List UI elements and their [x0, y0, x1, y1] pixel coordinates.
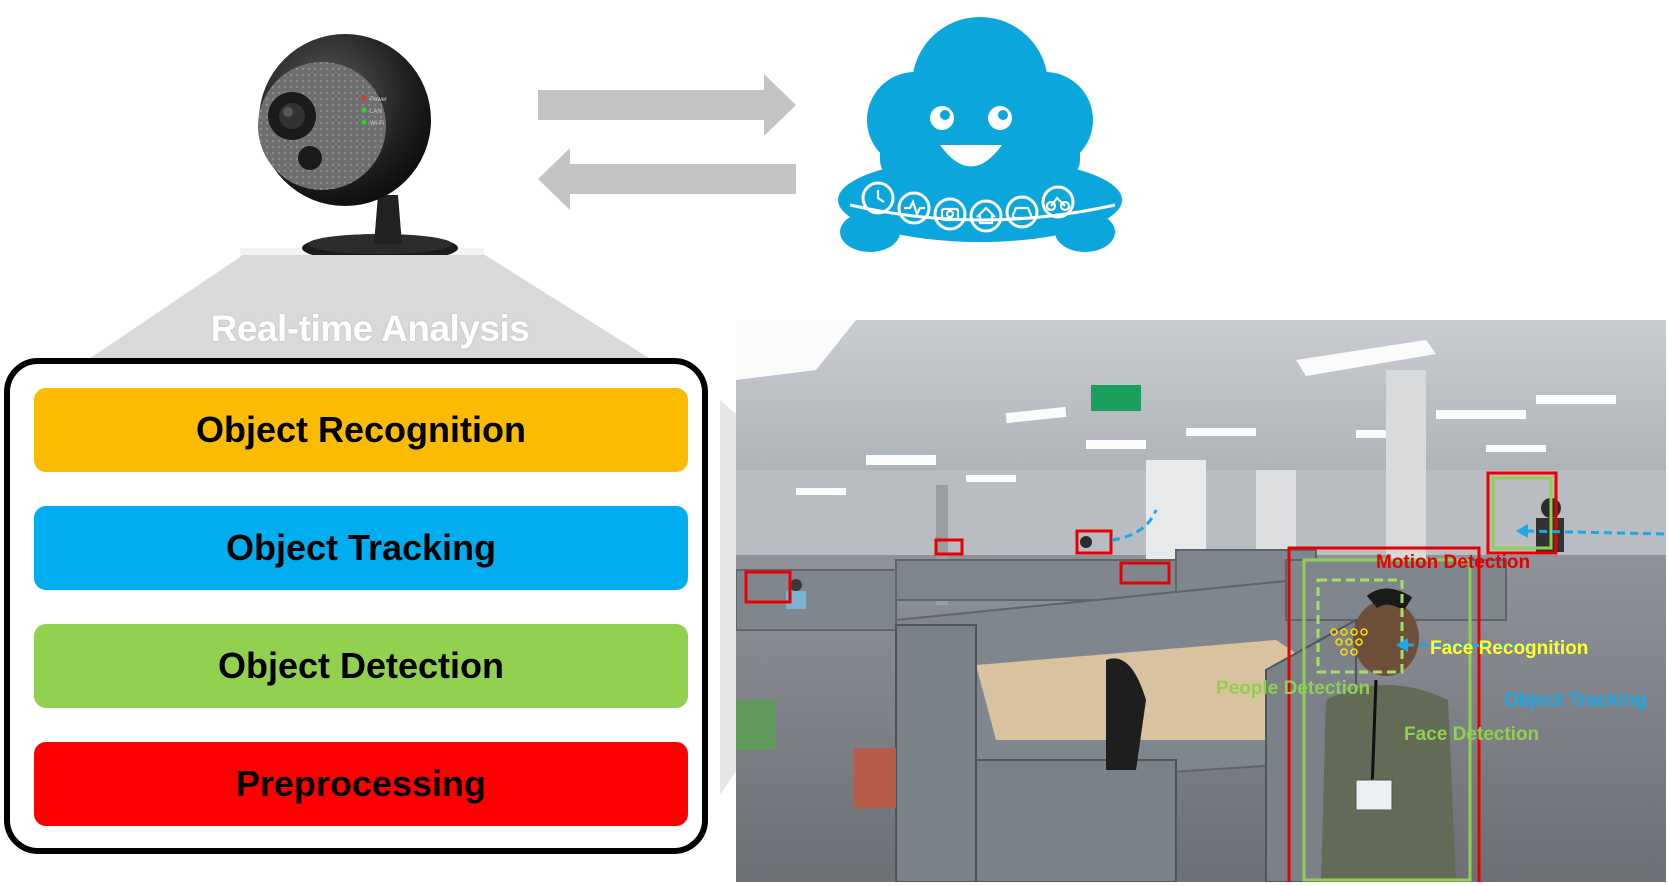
bicycle-icon [1041, 185, 1075, 219]
cloud-service-icon [830, 10, 1130, 260]
layer-object-tracking: Object Tracking [34, 506, 688, 590]
download-arrow-icon [538, 146, 798, 212]
home-icon [969, 199, 1003, 233]
layer-object-recognition: Object Recognition [34, 388, 688, 472]
motion-detection-label: Motion Detection [1376, 552, 1531, 573]
clock-icon [861, 181, 895, 215]
upload-arrow-icon [538, 72, 798, 138]
face-recognition-label: Face Recognition [1430, 638, 1589, 659]
analysis-title: Real-time Analysis [210, 308, 530, 349]
analysis-layer-stack: Object Recognition Object Tracking Objec… [4, 358, 708, 854]
people-detection-label: People Detection [1216, 678, 1371, 699]
layer-preprocessing: Preprocessing [34, 742, 688, 826]
camera-small-icon [933, 197, 967, 231]
layer-object-detection: Object Detection [34, 624, 688, 708]
car-icon [1005, 195, 1039, 229]
office-camera-view: Motion Detection Face Recognition People… [736, 320, 1666, 882]
face-detection-label: Face Detection [1404, 724, 1540, 745]
heart-rate-icon [897, 191, 931, 225]
smart-camera-icon: Power LAN Wi-Fi [240, 30, 500, 275]
led-label-wifi: Wi-Fi [370, 121, 384, 127]
led-label-lan: LAN [370, 109, 382, 115]
object-tracking-label: Object Tracking [1504, 690, 1647, 711]
led-label-power: Power [370, 97, 387, 103]
